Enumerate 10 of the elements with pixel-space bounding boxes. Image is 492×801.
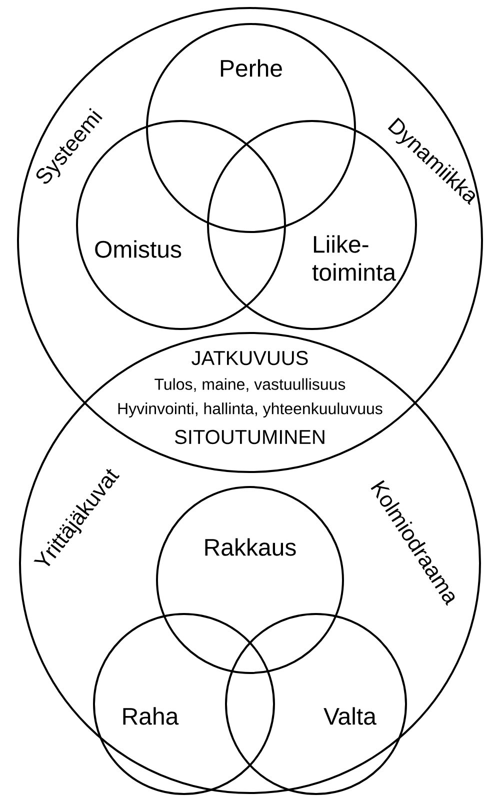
circle-label: Valta <box>324 707 376 725</box>
center-text: Tulos, maine, vastuullisuus <box>154 378 346 392</box>
circle-label: Rakkaus <box>205 538 296 556</box>
center-text: JATKUVUUS <box>192 350 308 366</box>
circle-label: Omistus <box>95 240 182 258</box>
circle-label: Raha <box>123 707 179 725</box>
center-text: Hyvinvointi, hallinta, yhteenkuuluvuus <box>118 402 382 418</box>
circle-label: Perhe <box>220 59 282 77</box>
circle-label: Liike- toiminta <box>312 235 396 281</box>
center-text: SITOUTUMINEN <box>174 430 324 444</box>
